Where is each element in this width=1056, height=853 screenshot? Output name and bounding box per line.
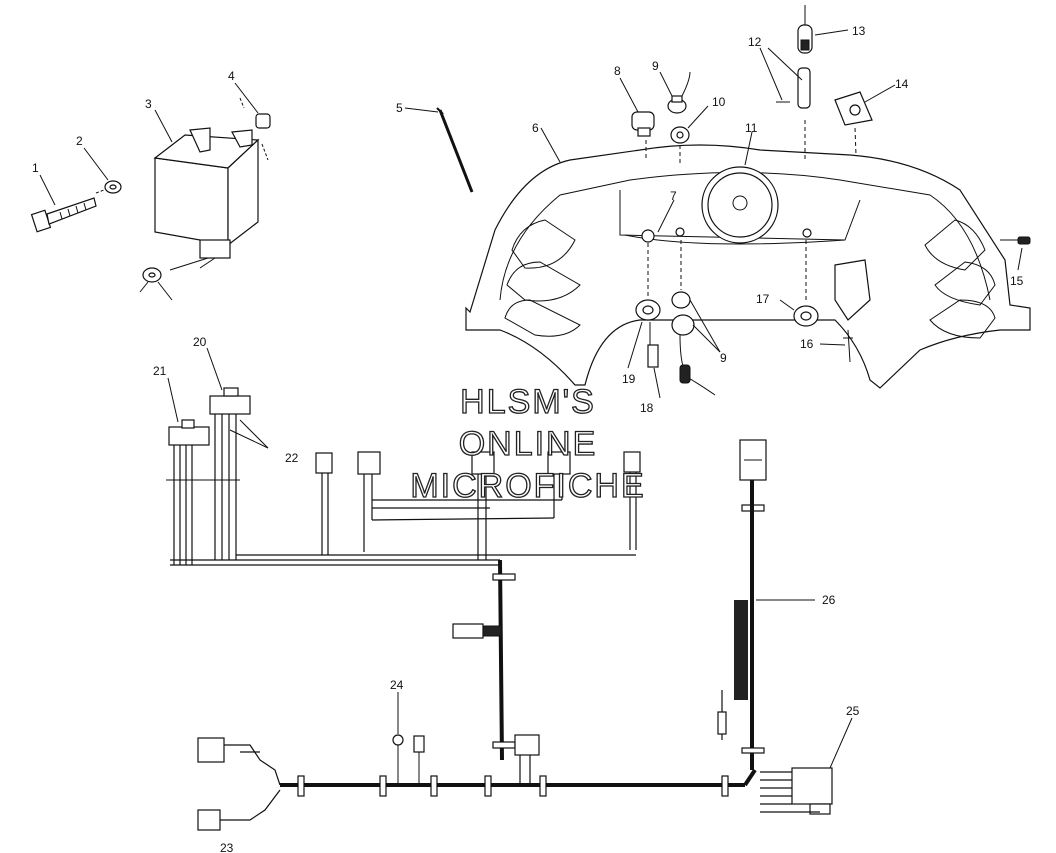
callout-26: 26 <box>822 593 836 607</box>
nut-part <box>239 97 271 161</box>
callout-22: 22 <box>285 451 299 465</box>
callout-15: 15 <box>1010 274 1024 288</box>
callout-labels: 1 2 3 4 5 6 7 8 9 10 11 12 13 14 15 16 1… <box>32 24 1024 853</box>
bulb-part <box>776 5 813 160</box>
bulb-18-part <box>647 322 659 368</box>
harness-clips <box>297 775 729 797</box>
leader-lines <box>39 29 1023 769</box>
harness-26-part <box>717 439 767 787</box>
callout-8: 8 <box>614 64 621 78</box>
callout-18: 18 <box>640 401 654 415</box>
callout-16: 16 <box>800 337 814 351</box>
callout-25: 25 <box>846 704 860 718</box>
light-socket-lower-part <box>671 240 716 396</box>
watermark-line-1: HLSM'S <box>460 383 596 421</box>
ring-terminal-24-part <box>392 734 425 785</box>
connector-25-part <box>760 767 833 815</box>
callout-1: 1 <box>32 161 39 175</box>
callout-24: 24 <box>390 678 404 692</box>
callout-11: 11 <box>745 121 758 135</box>
nut-17-part <box>793 240 819 327</box>
callout-12: 12 <box>748 35 762 49</box>
callout-2: 2 <box>76 134 83 148</box>
relay-connector-part <box>514 734 540 785</box>
screw-part <box>1000 236 1031 245</box>
callout-14: 14 <box>895 77 909 91</box>
switch-part <box>631 111 655 160</box>
callout-21: 21 <box>153 364 167 378</box>
mount-bracket-part <box>834 91 873 156</box>
callout-17: 17 <box>756 292 770 306</box>
bolt-part <box>30 197 97 233</box>
watermark: HLSM'S ONLINE MICROFICHE <box>410 382 645 505</box>
callout-20: 20 <box>193 335 207 349</box>
ring-terminal-part <box>139 267 173 301</box>
light-socket-part <box>667 71 691 114</box>
callout-9-top: 9 <box>652 59 659 73</box>
callout-19: 19 <box>622 372 636 386</box>
callout-13: 13 <box>852 24 866 38</box>
connector-wires <box>166 414 240 565</box>
grommet-part <box>670 126 690 165</box>
cable-tie-part <box>436 107 474 193</box>
side-connector-part <box>452 623 502 639</box>
callout-10: 10 <box>712 95 726 109</box>
connector-20-part <box>209 387 251 415</box>
washer-part <box>95 180 122 194</box>
connector-23-part <box>197 737 281 831</box>
watermark-line-2: ONLINE <box>459 425 598 463</box>
nut-19-part <box>635 243 661 321</box>
watermark-line-3: MICROFICHE <box>410 467 645 505</box>
harness-connectors-row <box>315 451 641 560</box>
callout-3: 3 <box>145 97 152 111</box>
callout-5: 5 <box>396 101 403 115</box>
callout-4: 4 <box>228 69 235 83</box>
callout-7: 7 <box>670 189 677 203</box>
connector-21-part <box>168 419 210 446</box>
callout-23: 23 <box>220 841 234 853</box>
cdi-module-part <box>153 127 260 271</box>
callout-9-bottom: 9 <box>720 351 727 365</box>
dash-console-part <box>465 144 1031 389</box>
main-harness <box>170 554 745 787</box>
callout-6: 6 <box>532 121 539 135</box>
pin-part <box>843 329 853 363</box>
